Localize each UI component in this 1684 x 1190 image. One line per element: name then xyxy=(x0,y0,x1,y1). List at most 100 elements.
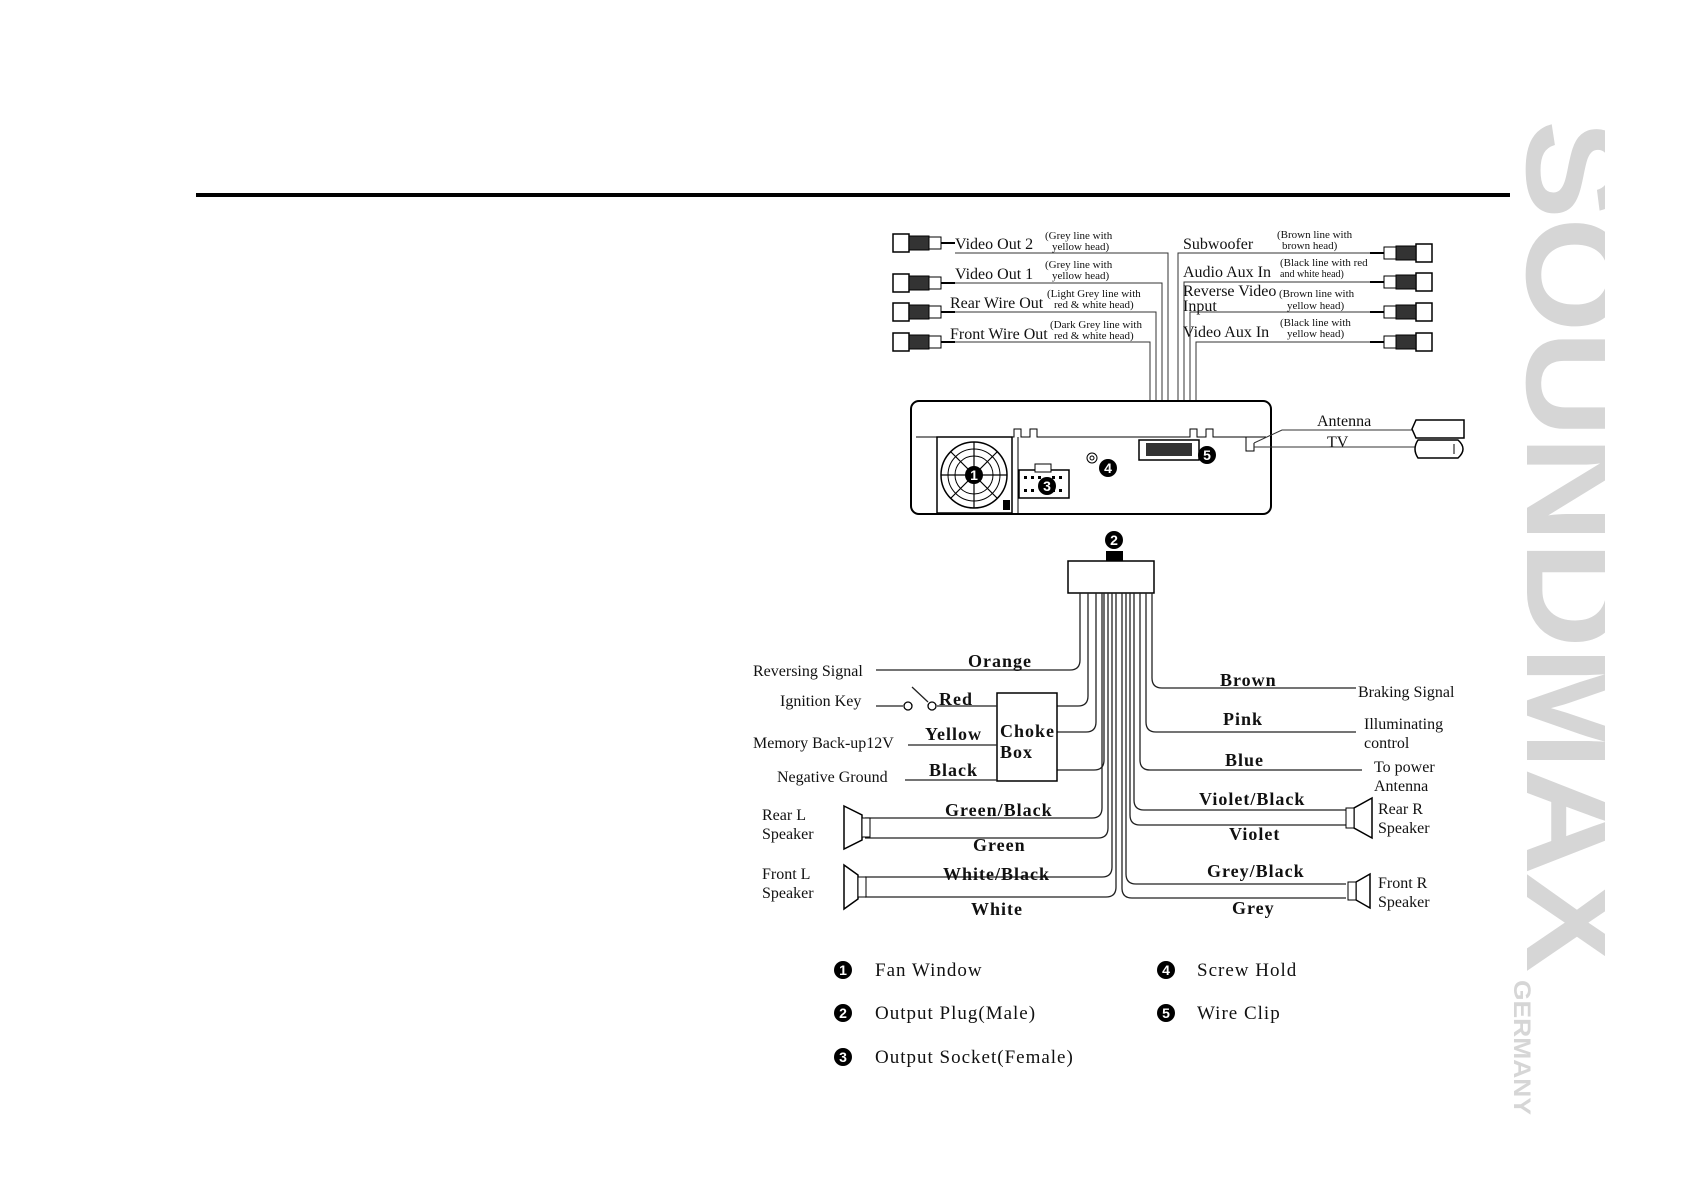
connector-label: Video Aux In xyxy=(1183,324,1269,341)
connector-label: Input xyxy=(1183,298,1217,315)
svg-text:1: 1 xyxy=(970,467,978,483)
connector-note: (Brown line with xyxy=(1277,229,1353,241)
connector-label: Audio Aux In xyxy=(1183,264,1271,281)
rca-plug-icon xyxy=(892,302,955,322)
right-wire-labels: Brown Braking Signal Pink Illuminating c… xyxy=(1220,670,1455,795)
wire-color-label: Orange xyxy=(968,651,1032,671)
speaker-label: Front L xyxy=(762,866,810,883)
badge-1: 1 xyxy=(965,466,983,484)
speaker-icon xyxy=(1355,872,1371,910)
rca-plugs-left xyxy=(892,233,955,352)
top-left-labels: Video Out 2 (Grey line with yellow head)… xyxy=(950,230,1142,343)
left-wire-labels: Reversing Signal Orange Ignition Key Red… xyxy=(753,651,1032,786)
svg-text:5: 5 xyxy=(1162,1005,1170,1021)
legend-item: 1 Fan Window xyxy=(834,960,983,981)
badge-5: 5 xyxy=(1198,446,1216,464)
signal-label: Reversing Signal xyxy=(753,663,863,680)
rca-plug-icon xyxy=(892,233,955,253)
svg-text:Fan Window: Fan Window xyxy=(875,960,983,981)
connector-note: yellow head) xyxy=(1052,241,1109,253)
speaker-icon xyxy=(843,863,859,911)
rca-plug-icon xyxy=(892,332,955,352)
wire-clip xyxy=(1138,439,1200,461)
svg-text:Output Socket(Female): Output Socket(Female) xyxy=(875,1047,1074,1068)
connector-note: (Black line with red xyxy=(1280,257,1368,269)
svg-text:3: 3 xyxy=(1043,478,1051,494)
speaker-label: Speaker xyxy=(762,826,814,843)
legend-item: 2 Output Plug(Male) xyxy=(834,1003,1036,1024)
rca-plug-icon xyxy=(892,273,955,293)
svg-text:SOUNDMAX: SOUNDMAX xyxy=(1505,120,1605,971)
tv-plug-icon xyxy=(1414,439,1464,459)
svg-text:Output Plug(Male): Output Plug(Male) xyxy=(875,1003,1036,1024)
svg-text:1: 1 xyxy=(839,962,847,978)
connector-note: red & white head) xyxy=(1054,330,1134,342)
badge-4: 4 xyxy=(1099,459,1117,477)
badge-3: 3 xyxy=(1038,477,1056,495)
signal-label: To power xyxy=(1374,759,1435,776)
speaker-icon xyxy=(1353,796,1373,840)
speaker-icon xyxy=(843,804,863,851)
output-plug: 2 xyxy=(1067,531,1155,594)
signal-label: Negative Ground xyxy=(777,769,888,786)
top-right-labels: Subwoofer (Brown line with brown head) A… xyxy=(1183,229,1368,341)
head-unit-rear xyxy=(910,400,1272,515)
connector-note: (Grey line with xyxy=(1045,230,1113,242)
rca-plug-icon xyxy=(1370,332,1433,352)
badge-2: 2 xyxy=(1110,532,1118,548)
connector-label: Subwoofer xyxy=(1183,236,1254,253)
connector-note: yellow head) xyxy=(1287,300,1344,312)
wire-color-label: Red xyxy=(939,689,973,709)
legend-item: 3 Output Socket(Female) xyxy=(834,1047,1074,1068)
germany-logo-text: GERMANY xyxy=(1508,980,1535,1115)
legend: 1 Fan Window 2 Output Plug(Male) 3 Outpu… xyxy=(834,960,1296,1068)
rca-plug-icon xyxy=(1370,243,1433,263)
harness-wires-left xyxy=(865,593,1117,898)
signal-label: Braking Signal xyxy=(1358,684,1455,701)
svg-text:5: 5 xyxy=(1203,447,1211,463)
wire-color-label: Brown xyxy=(1220,670,1277,690)
connector-note: (Black line with xyxy=(1280,317,1351,329)
svg-text:3: 3 xyxy=(839,1049,847,1065)
connector-note: yellow head) xyxy=(1287,328,1344,340)
connector-note: yellow head) xyxy=(1052,270,1109,282)
wire-color-label: Black xyxy=(929,760,978,780)
signal-label: Illuminating xyxy=(1364,716,1443,733)
connector-label: Rear Wire Out xyxy=(950,295,1044,312)
antenna-plugs: Antenna TV xyxy=(1253,413,1465,459)
svg-text:Wire Clip: Wire Clip xyxy=(1197,1003,1281,1024)
antenna-plug-icon xyxy=(1411,419,1465,439)
legend-item: 4 Screw Hold xyxy=(1157,960,1296,981)
signal-label: Antenna xyxy=(1374,778,1428,795)
signal-label: Ignition Key xyxy=(780,693,861,710)
choke-box-label: Choke xyxy=(1000,721,1055,741)
connector-note: and white head) xyxy=(1280,269,1344,280)
speaker-label: Speaker xyxy=(1378,820,1430,837)
connector-label: Video Out 2 xyxy=(955,236,1033,253)
rca-plug-icon xyxy=(1370,302,1433,322)
speaker-front-l: Front L Speaker White/Black White xyxy=(762,863,1050,919)
connector-note: red & white head) xyxy=(1054,299,1134,311)
header-rule xyxy=(196,193,1510,197)
wire-color-label: Green xyxy=(973,835,1026,855)
speaker-front-r: Front R Speaker Grey/Black Grey xyxy=(1207,861,1430,918)
signal-label: Memory Back-up12V xyxy=(753,735,894,752)
wire-color-label: Grey/Black xyxy=(1207,861,1305,881)
speaker-rear-r: Rear R Speaker Violet/Black Violet xyxy=(1199,789,1430,844)
connector-label: Front Wire Out xyxy=(950,326,1048,343)
svg-text:GERMANY: GERMANY xyxy=(1508,980,1535,1115)
harness-wires-right xyxy=(1121,593,1362,899)
left-feed-lines xyxy=(876,686,997,781)
fan-window xyxy=(936,436,1019,514)
connector-note: (Brown line with xyxy=(1279,288,1355,300)
wire-color-label: Pink xyxy=(1223,709,1263,729)
wire-color-label: Violet/Black xyxy=(1199,789,1305,809)
wire-color-label: Grey xyxy=(1232,898,1275,918)
speaker-label: Rear L xyxy=(762,807,806,824)
wire-color-label: Yellow xyxy=(925,724,982,744)
speaker-label: Speaker xyxy=(1378,894,1430,911)
speaker-label: Rear R xyxy=(1378,801,1423,818)
wire-color-label: White/Black xyxy=(943,864,1050,884)
connector-note: (Grey line with xyxy=(1045,259,1113,271)
soundmax-logo: SOUNDMAX xyxy=(1505,120,1605,971)
